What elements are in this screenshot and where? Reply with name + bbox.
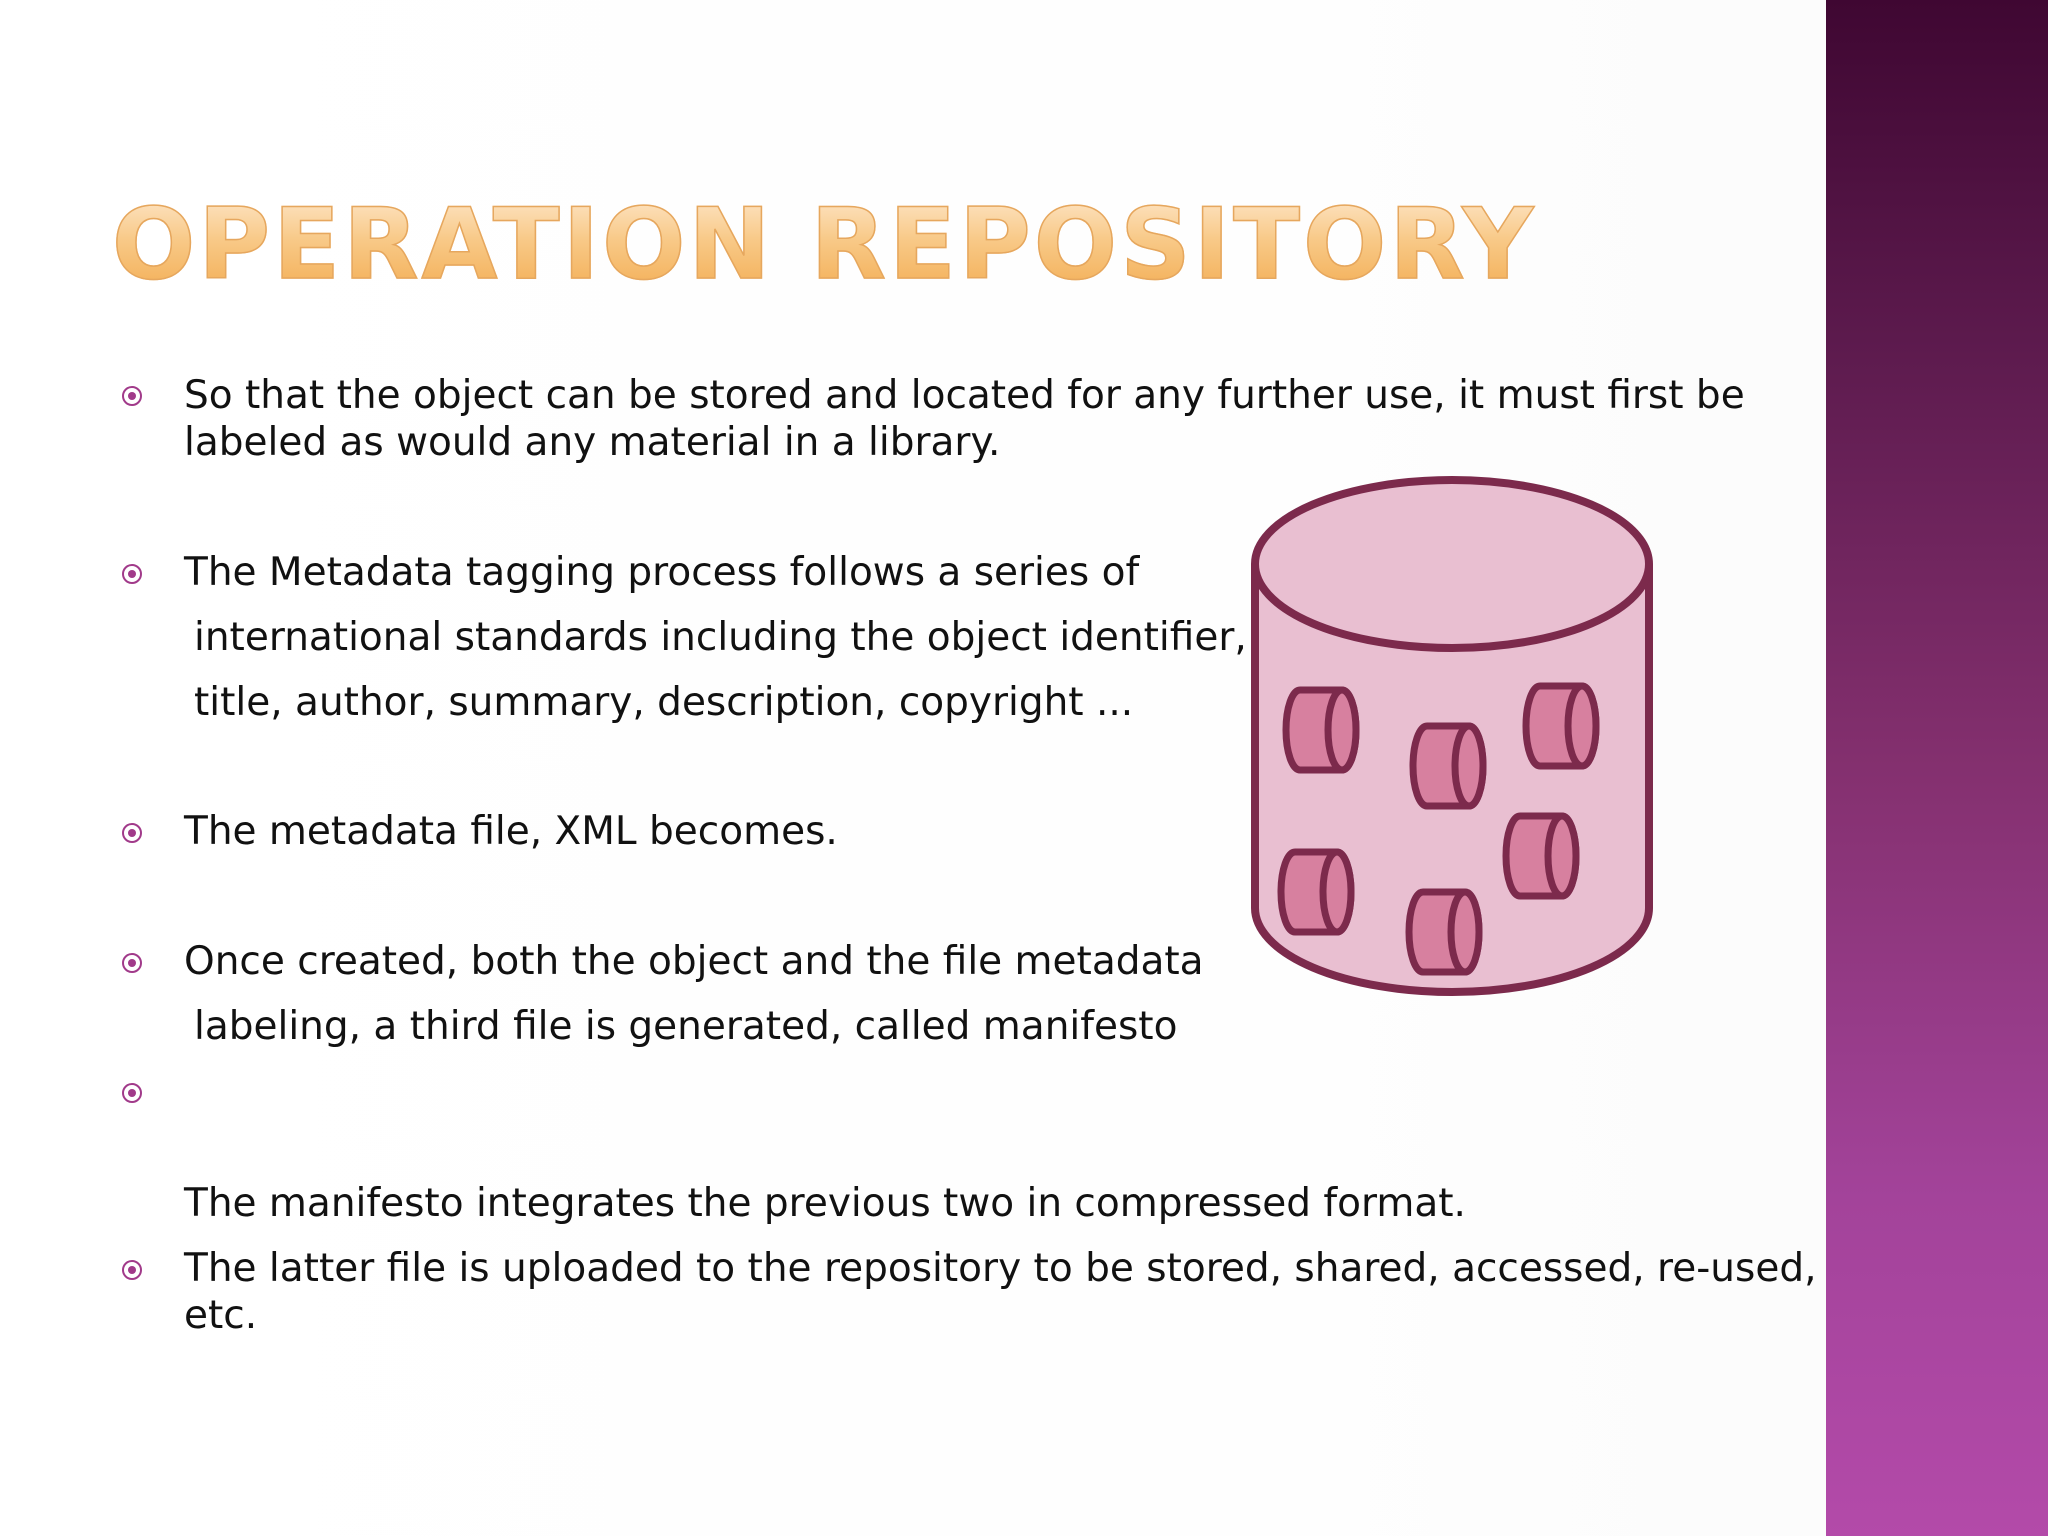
slide-title: OPERATION REPOSITORY	[111, 188, 1537, 302]
bullet-icon	[122, 564, 142, 584]
bullet-icon	[122, 1260, 142, 1280]
decorative-side-band	[1826, 0, 2048, 1536]
small-cylinder-icon	[1277, 682, 1600, 976]
bullet-line: international standards including the ob…	[194, 615, 1247, 660]
bullet-line: The latter file is uploaded to the repos…	[184, 1246, 1817, 1291]
bullet-line: labeled as would any material in a libra…	[184, 420, 1001, 465]
bullet-line: etc.	[184, 1293, 258, 1338]
bullet-line: title, author, summary, description, cop…	[194, 680, 1134, 725]
bullet-line: labeling, a third file is generated, cal…	[194, 1004, 1178, 1049]
bullet-line: The manifesto integrates the previous tw…	[184, 1181, 1466, 1226]
bullet-line: Once created, both the object and the fi…	[184, 939, 1204, 984]
bullet-icon	[122, 386, 142, 406]
bullet-line: The metadata file, XML becomes.	[184, 809, 838, 854]
bullet-list: So that the object can be stored and loc…	[122, 373, 1816, 1338]
bullet-icon	[122, 1083, 142, 1103]
bullet-line: The Metadata tagging process follows a s…	[184, 550, 1140, 595]
bullet-icon	[122, 823, 142, 843]
database-cylinder-icon	[1251, 476, 1653, 996]
bullet-line: So that the object can be stored and loc…	[184, 373, 1745, 418]
bullet-icon	[122, 953, 142, 973]
